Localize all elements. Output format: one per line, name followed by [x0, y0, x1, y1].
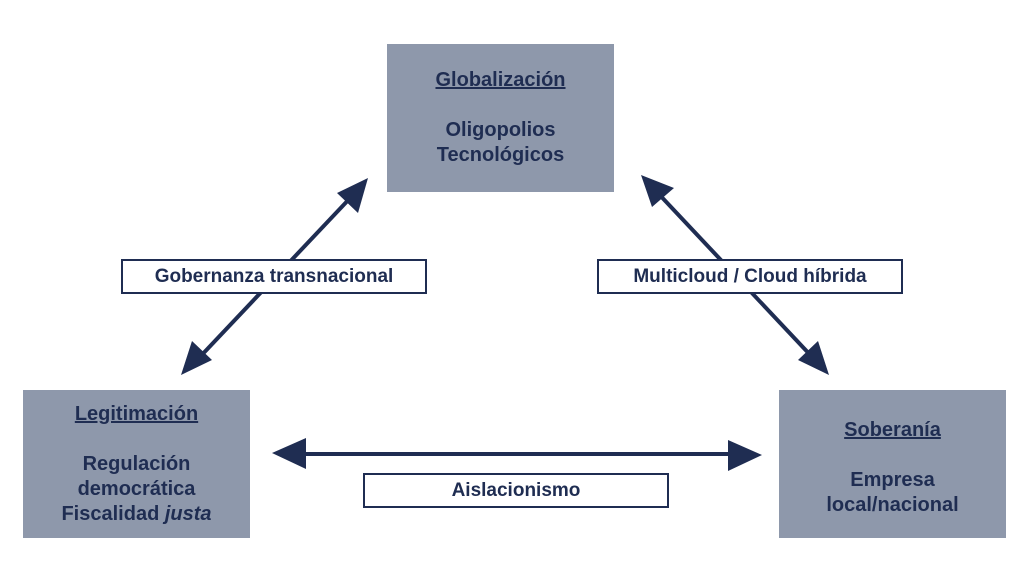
arrowhead-right-top: [641, 175, 674, 207]
node-text-line: democrática: [77, 477, 196, 500]
node-soberania: Soberanía Empresa local/nacional: [779, 390, 1006, 538]
node-text-line: Tecnológicos: [436, 144, 565, 166]
node-title: Legitimación: [74, 402, 199, 425]
arrowhead-left-top: [337, 178, 368, 213]
node-text-line-fiscalidad: Fiscalidad justa: [61, 502, 211, 527]
arrowhead-horizontal-right: [728, 440, 762, 471]
node-globalizacion: Globalización Oligopolios Tecnológicos: [387, 44, 614, 192]
node-title: Globalización: [435, 69, 566, 91]
node-text-line: Oligopolios: [445, 119, 556, 141]
node-text-fiscalidad: Fiscalidad: [61, 502, 160, 525]
node-legitimacion: Legitimación Regulación democrática Fisc…: [23, 390, 250, 538]
node-text-justa: justa: [164, 502, 212, 525]
arrowhead-horizontal-left: [272, 438, 306, 469]
node-text-line: local/nacional: [826, 494, 959, 516]
edge-label-multicloud: Multicloud / Cloud híbrida: [597, 259, 903, 294]
arrowhead-left-bottom: [181, 341, 212, 375]
node-text-line: Regulación: [82, 452, 191, 475]
arrowhead-right-bottom: [798, 341, 829, 375]
edge-label-gobernanza: Gobernanza transnacional: [121, 259, 427, 294]
edge-label-aislacionismo: Aislacionismo: [363, 473, 669, 508]
node-title: Soberanía: [844, 419, 941, 441]
node-text-line: Empresa: [850, 469, 935, 491]
